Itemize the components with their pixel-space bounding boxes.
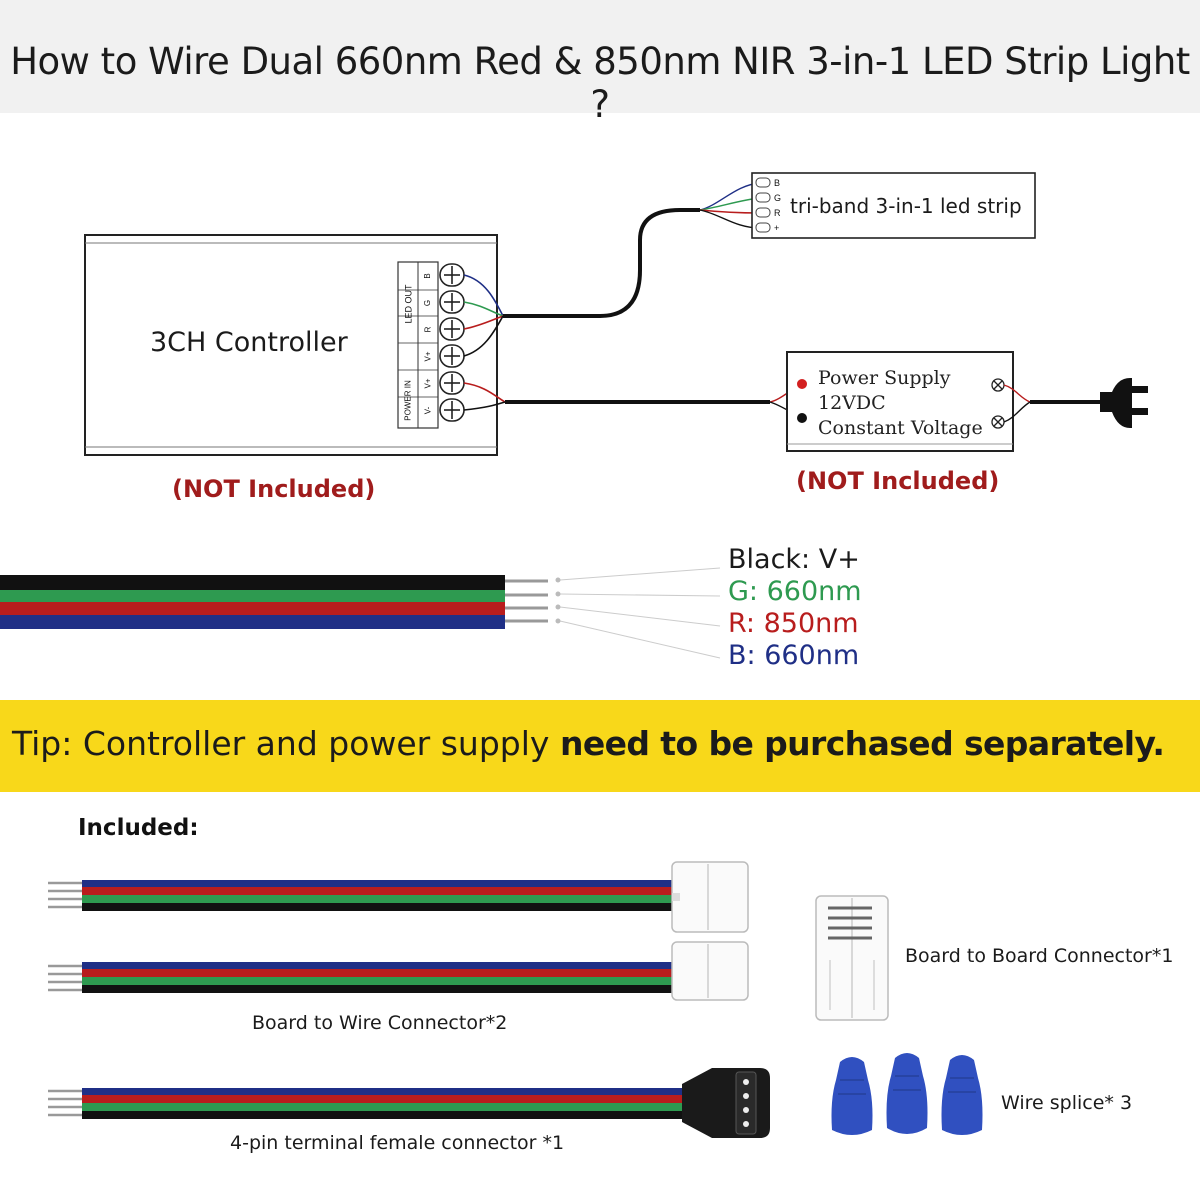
strip-pin-b: B	[774, 178, 781, 188]
power-supply-line3: Constant Voltage	[818, 417, 983, 439]
power-supply-line2: 12VDC	[818, 392, 886, 414]
title-bar	[0, 0, 1200, 113]
controller-not-included: (NOT Included)	[172, 475, 376, 503]
strip-pin-g: G	[774, 193, 782, 203]
included-items-drawing	[48, 861, 983, 1138]
pin-label-g: G	[423, 299, 432, 307]
led-out-label: LED OUT	[403, 284, 414, 324]
legend-black: Black: V+	[728, 544, 860, 575]
ac-wires	[1003, 384, 1031, 423]
caption-terminal-connector: 4-pin terminal female connector *1	[230, 1132, 565, 1154]
wire-color-legend: Black: V+ G: 660nm R: 850nm B: 660nm	[728, 544, 862, 672]
pin-label-vplus-out: V+	[423, 351, 433, 362]
power-supply-box	[786, 351, 1014, 452]
wiring-diagram	[0, 172, 1148, 659]
legend-red: R: 850nm	[728, 608, 859, 639]
cable-to-strip	[503, 208, 700, 318]
strip-pin-plus: +	[774, 223, 780, 233]
pin-label-vminus: V-	[423, 406, 433, 415]
pin-label-vplus-in: V+	[423, 378, 433, 389]
pin-label-b: B	[423, 273, 432, 279]
caption-wire-splice: Wire splice* 3	[1001, 1092, 1133, 1114]
wire-splice-icons	[831, 1053, 983, 1135]
power-in-wires	[463, 382, 506, 411]
tip-bold: need to be purchased separately.	[559, 724, 1165, 763]
board-to-board-connector	[815, 895, 889, 1021]
plug-icon	[1100, 378, 1148, 428]
legend-blue: B: 660nm	[728, 640, 860, 671]
strip-label: tri-band 3-in-1 led strip	[790, 194, 1022, 218]
tip-prefix: Tip: Controller and power supply	[12, 724, 560, 763]
power-supply-line1: Power Supply	[818, 367, 951, 389]
tip-banner	[0, 700, 1200, 792]
controller-pin-labels: B G R V+ V+ V-	[418, 262, 438, 424]
led-strip-box	[751, 172, 1036, 239]
controller-box	[84, 234, 498, 456]
included-heading: Included:	[78, 815, 199, 841]
strip-fan-wires	[699, 182, 761, 229]
board-to-wire-connector-1	[48, 861, 749, 933]
ribbon-cable	[0, 567, 721, 659]
page-title: How to Wire Dual 660nm Red & 850nm NIR 3…	[10, 40, 1190, 126]
led-out-wires	[463, 274, 504, 357]
controller-label: 3CH Controller	[150, 327, 348, 358]
strip-pin-labels: B G R +	[774, 176, 781, 236]
four-pin-female-connector	[48, 1068, 770, 1138]
controller-terminals	[439, 263, 465, 422]
board-to-wire-connector-2	[48, 941, 749, 1001]
strip-pin-r: R	[774, 208, 781, 218]
power-supply-text: Power Supply 12VDC Constant Voltage	[818, 366, 983, 441]
caption-board-to-board: Board to Board Connector*1	[905, 945, 1174, 967]
legend-green: G: 660nm	[728, 576, 862, 607]
pin-label-r: R	[423, 326, 433, 333]
tip-text: Tip: Controller and power supply need to…	[12, 724, 1165, 763]
caption-board-to-wire: Board to Wire Connector*2	[252, 1012, 508, 1034]
power-in-label: POWER IN	[403, 379, 413, 421]
power-supply-not-included: (NOT Included)	[796, 467, 1000, 495]
